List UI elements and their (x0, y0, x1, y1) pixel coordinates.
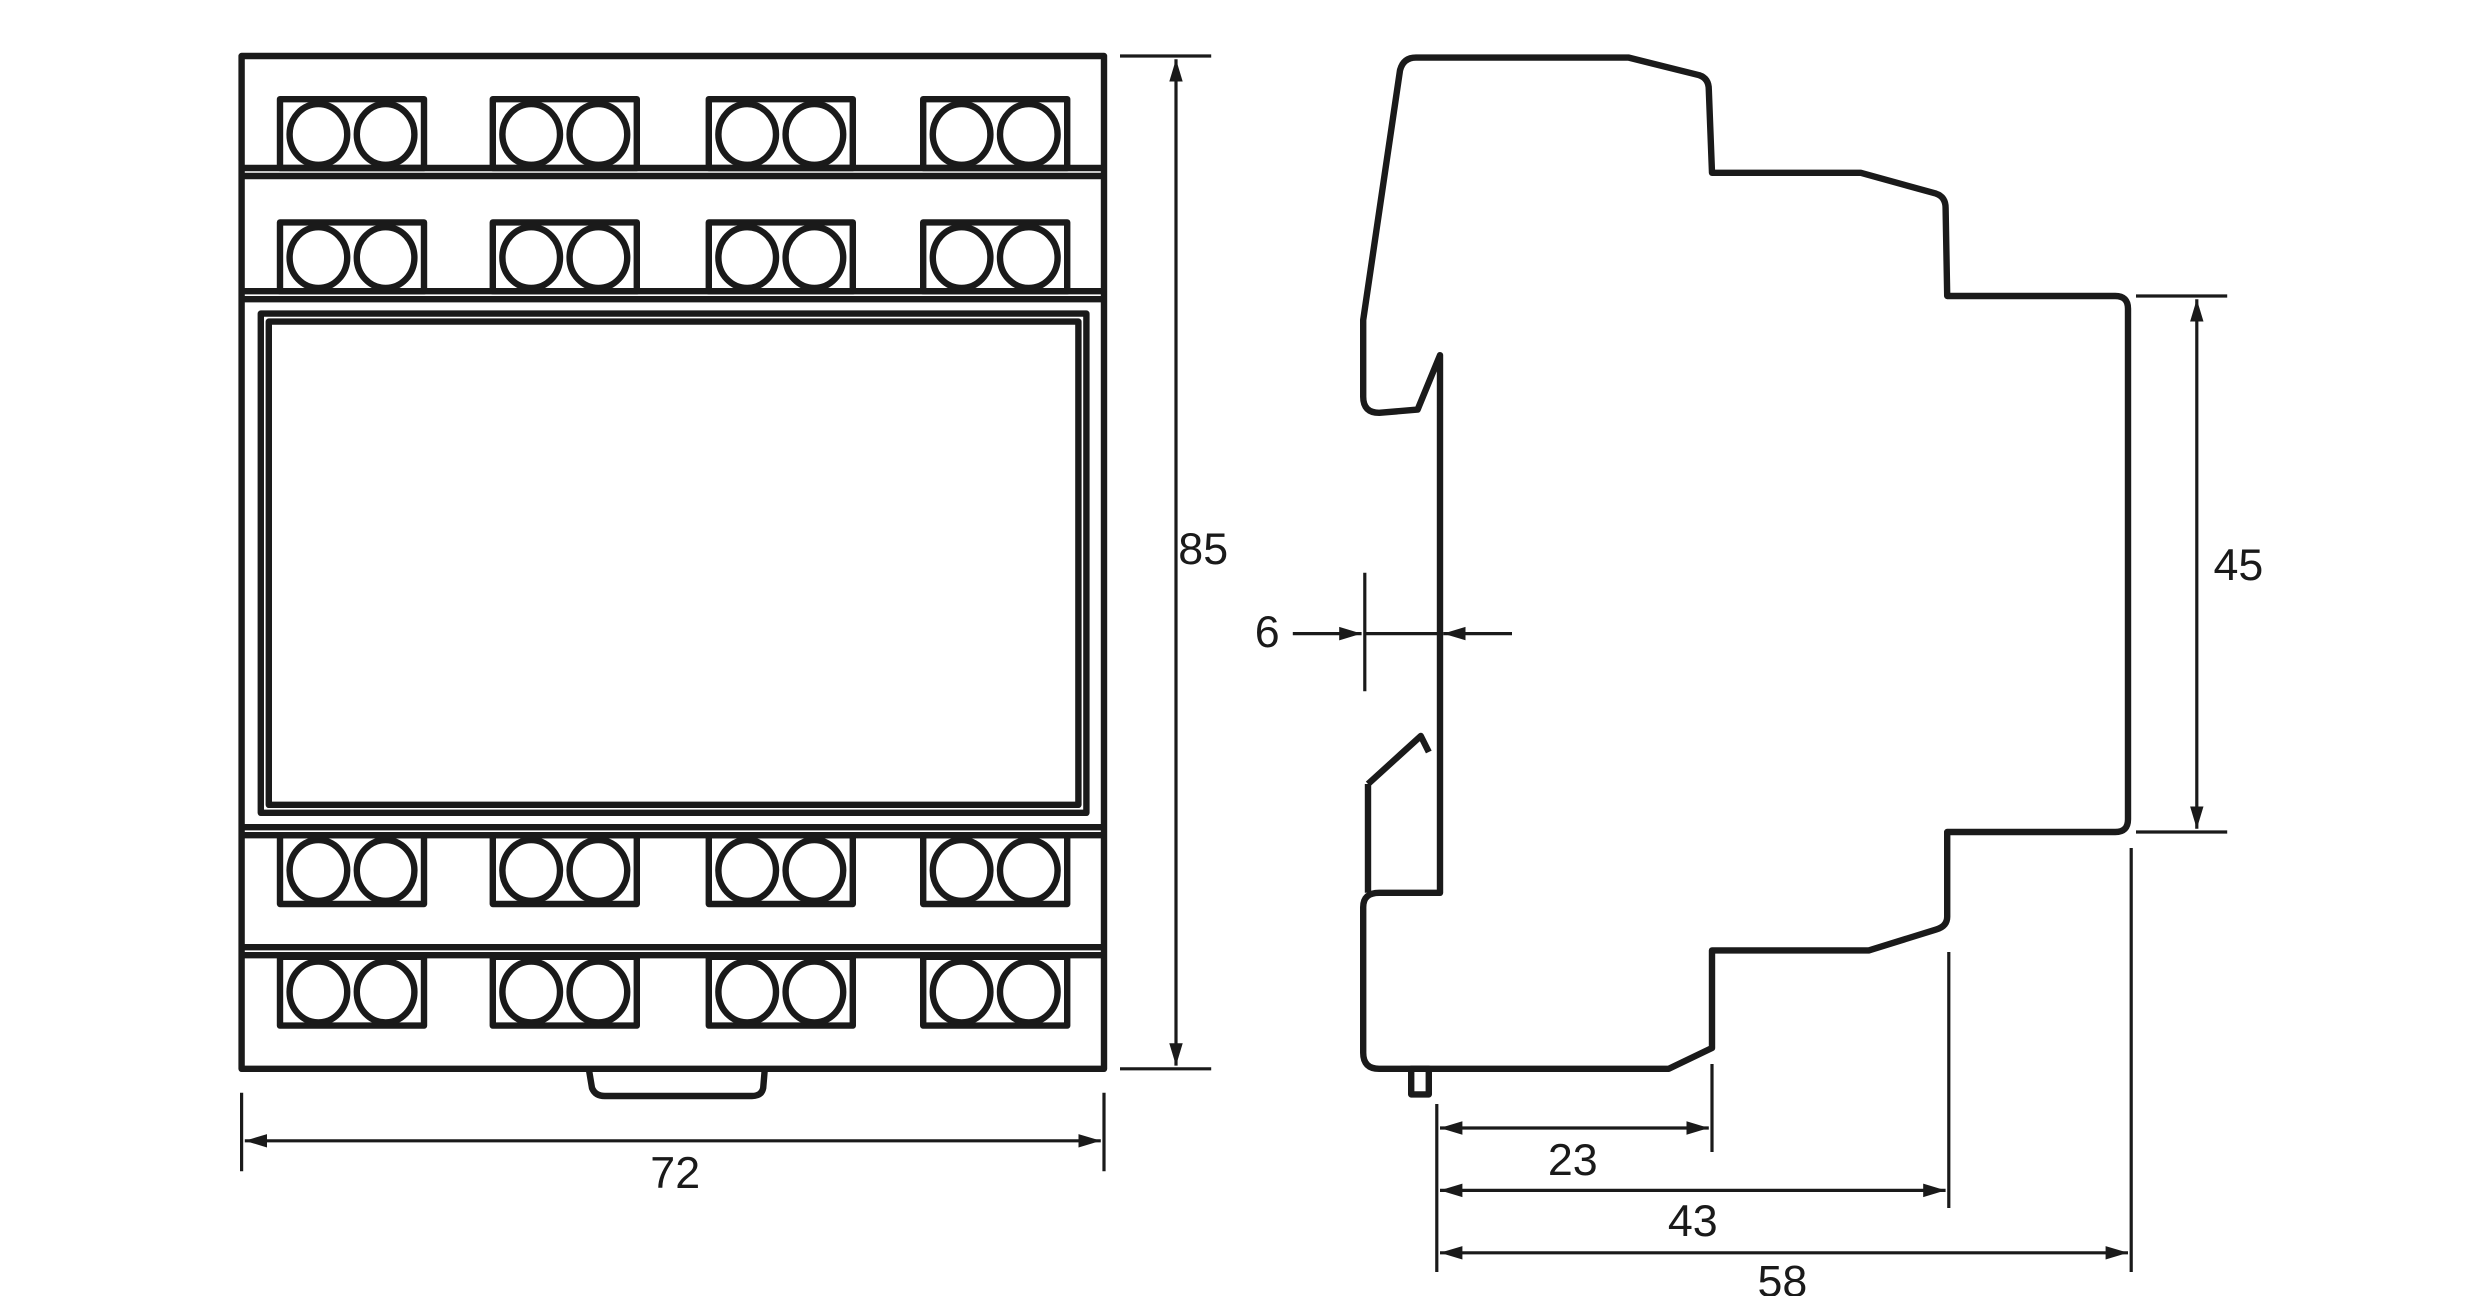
terminal-frame (489, 219, 641, 295)
terminal-blocks (276, 96, 1071, 1029)
terminal-screw-icon (782, 958, 847, 1026)
terminal-frame (705, 219, 857, 295)
terminal-screw-icon (929, 224, 994, 292)
terminal-screw-icon (353, 224, 418, 292)
width-dimension: 72 (240, 1092, 1106, 1198)
terminal-block (920, 953, 1071, 1029)
front-height-label: 45 (2213, 540, 2263, 590)
terminal-screw-icon (499, 224, 564, 292)
terminal-screw-icon (286, 224, 351, 292)
terminal-frame (276, 219, 428, 295)
terminal-screw-icon (929, 836, 994, 905)
terminal-screw-icon (499, 958, 564, 1026)
terminal-frame (276, 832, 428, 908)
width-label: 72 (650, 1148, 700, 1198)
terminal-screw-icon (715, 836, 780, 905)
terminal-block (705, 219, 857, 295)
depth-label-23: 23 (1548, 1135, 1598, 1185)
terminal-frame (489, 953, 641, 1029)
terminal-frame (920, 96, 1071, 172)
terminal-block (705, 832, 857, 908)
terminal-block (276, 96, 428, 172)
rail-offset-label: 6 (1255, 607, 1280, 657)
side-profile (1360, 54, 2132, 1072)
terminal-screw-icon (996, 224, 1061, 292)
housing-outline (238, 52, 1108, 1072)
rail-offset-dimension: 6 (1255, 572, 1512, 692)
front-window (257, 310, 1090, 816)
terminal-block (489, 96, 641, 172)
terminal-screw-icon (566, 224, 631, 292)
terminal-screw-icon (353, 958, 418, 1026)
terminal-block (920, 219, 1071, 295)
terminal-screw-icon (353, 836, 418, 905)
terminal-frame (705, 832, 857, 908)
terminal-block (276, 832, 428, 908)
terminal-screw-icon (499, 836, 564, 905)
side-view: 6 45 23 43 58 (1255, 54, 2263, 1296)
terminal-screw-icon (715, 100, 780, 168)
terminal-screw-icon (929, 100, 994, 168)
height-dimension: 85 (1120, 54, 1228, 1071)
terminal-block (276, 953, 428, 1029)
din-clip-tab (585, 1068, 768, 1100)
depth-label-58: 58 (1757, 1257, 1807, 1296)
terminal-block (489, 953, 641, 1029)
terminal-block (489, 219, 641, 295)
terminal-screw-icon (353, 100, 418, 168)
terminal-screw-icon (996, 836, 1061, 905)
terminal-block (276, 219, 428, 295)
depth-label-43: 43 (1668, 1196, 1718, 1246)
terminal-block (705, 96, 857, 172)
terminal-frame (920, 219, 1071, 295)
terminal-block (705, 953, 857, 1029)
terminal-screw-icon (286, 958, 351, 1026)
terminal-frame (705, 953, 857, 1029)
terminal-screw-icon (996, 100, 1061, 168)
terminal-block (489, 832, 641, 908)
front-view: 85 72 (238, 52, 1228, 1198)
lower-rail-hook (1364, 732, 1432, 893)
terminal-screw-icon (715, 958, 780, 1026)
terminal-frame (920, 832, 1071, 908)
terminal-block (920, 96, 1071, 172)
terminal-screw-icon (499, 100, 564, 168)
front-height-dimension: 45 (2136, 294, 2263, 834)
terminal-frame (276, 96, 428, 172)
terminal-screw-icon (782, 224, 847, 292)
terminal-screw-icon (286, 836, 351, 905)
terminal-frame (920, 953, 1071, 1029)
terminal-frame (489, 832, 641, 908)
terminal-screw-icon (715, 224, 780, 292)
terminal-screw-icon (929, 958, 994, 1026)
terminal-screw-icon (566, 836, 631, 905)
terminal-screw-icon (782, 100, 847, 168)
terminal-frame (705, 96, 857, 172)
terminal-screw-icon (782, 836, 847, 905)
terminal-screw-icon (566, 100, 631, 168)
terminal-screw-icon (286, 100, 351, 168)
depth-dimensions: 23 43 58 (1435, 848, 2133, 1296)
height-label: 85 (1178, 524, 1228, 574)
terminal-screw-icon (566, 958, 631, 1026)
release-tab (1408, 1065, 1432, 1098)
terminal-frame (489, 96, 641, 172)
terminal-screw-icon (996, 958, 1061, 1026)
front-window-inner (265, 318, 1082, 808)
terminal-frame (276, 953, 428, 1029)
terminal-block (920, 832, 1071, 908)
